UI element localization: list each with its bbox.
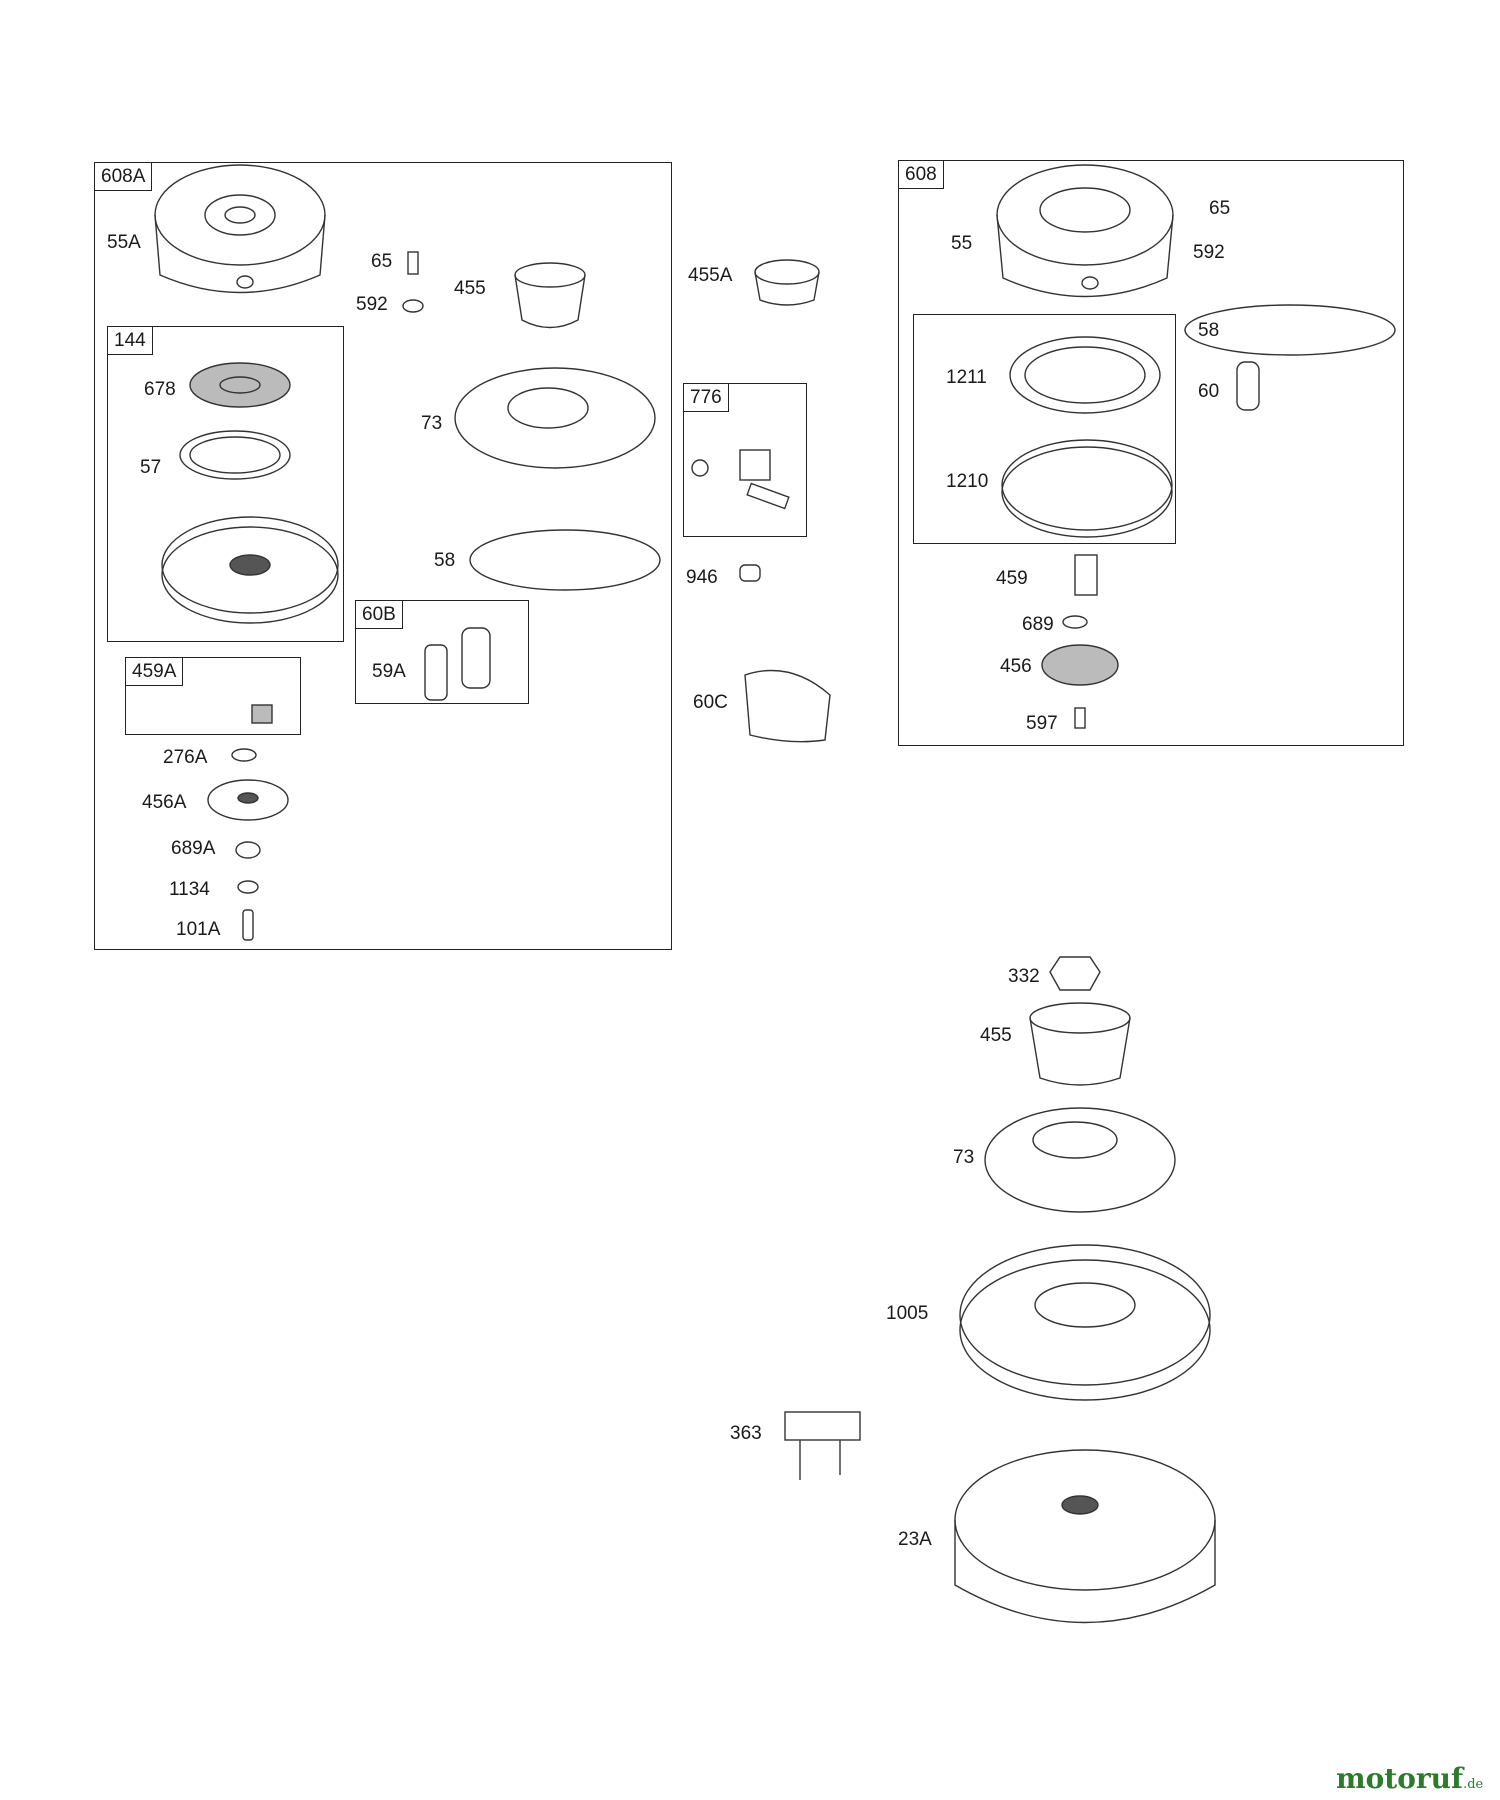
part-label: 101A xyxy=(176,919,221,940)
part-label: 456A xyxy=(142,792,187,813)
part-label: 455 xyxy=(454,278,486,299)
part-label: 455 xyxy=(980,1025,1012,1046)
housing-55a-drawing xyxy=(154,164,326,294)
assembly-776-box: 776 xyxy=(683,383,807,537)
part-label: 1210 xyxy=(946,471,989,492)
watermark-main: motoruf xyxy=(1336,1762,1464,1795)
part-label: 60 xyxy=(1198,381,1220,402)
part-label: 678 xyxy=(144,379,176,400)
part-label: 459 xyxy=(996,568,1028,589)
part-label: 23A xyxy=(898,1529,932,1550)
part-label: 689A xyxy=(171,838,216,859)
part-label: 59A xyxy=(372,661,406,682)
assembly-459a-box: 459A xyxy=(125,657,301,735)
assembly-608a-tag: 608A xyxy=(95,163,153,191)
part-label: 58 xyxy=(434,550,456,571)
part-label: 73 xyxy=(421,413,443,434)
assembly-608-tag: 608 xyxy=(899,161,944,189)
part-label: 592 xyxy=(1193,242,1225,263)
assembly-608a-box: 608A xyxy=(94,162,672,950)
part-label: 55 xyxy=(951,233,973,254)
part-label: 1211 xyxy=(946,367,987,388)
part-label: 363 xyxy=(730,1423,762,1444)
part-label: 1134 xyxy=(169,879,210,900)
part-label: 946 xyxy=(686,567,718,588)
part-label: 55A xyxy=(107,232,141,253)
part-label: 332 xyxy=(1008,966,1040,987)
assembly-144-box: 144 xyxy=(107,326,344,642)
part-label: 1005 xyxy=(886,1303,929,1324)
part-label: 60C xyxy=(693,692,728,713)
part-label: 65 xyxy=(371,251,393,272)
part-label: 276A xyxy=(163,747,208,768)
assembly-60b-tag: 60B xyxy=(356,601,403,629)
assembly-608-sub-box xyxy=(913,314,1176,544)
housing-55-drawing xyxy=(996,164,1174,298)
part-label: 57 xyxy=(140,457,162,478)
part-label: 592 xyxy=(356,294,388,315)
assembly-776-tag: 776 xyxy=(684,384,729,412)
assembly-60b-box: 60B xyxy=(355,600,529,704)
part-label: 65 xyxy=(1209,198,1231,219)
watermark-suffix: .de xyxy=(1463,1777,1484,1792)
assembly-608-box: 608 xyxy=(898,160,1404,746)
assembly-459a-tag: 459A xyxy=(126,658,184,686)
part-label: 58 xyxy=(1198,320,1220,341)
watermark-logo: motoruf.de xyxy=(1336,1762,1483,1795)
part-label: 597 xyxy=(1026,713,1058,734)
part-label: 689 xyxy=(1022,614,1054,635)
part-label: 456 xyxy=(1000,656,1032,677)
part-label: 73 xyxy=(953,1147,975,1168)
assembly-144-tag: 144 xyxy=(108,327,153,355)
part-label: 455A xyxy=(688,265,733,286)
